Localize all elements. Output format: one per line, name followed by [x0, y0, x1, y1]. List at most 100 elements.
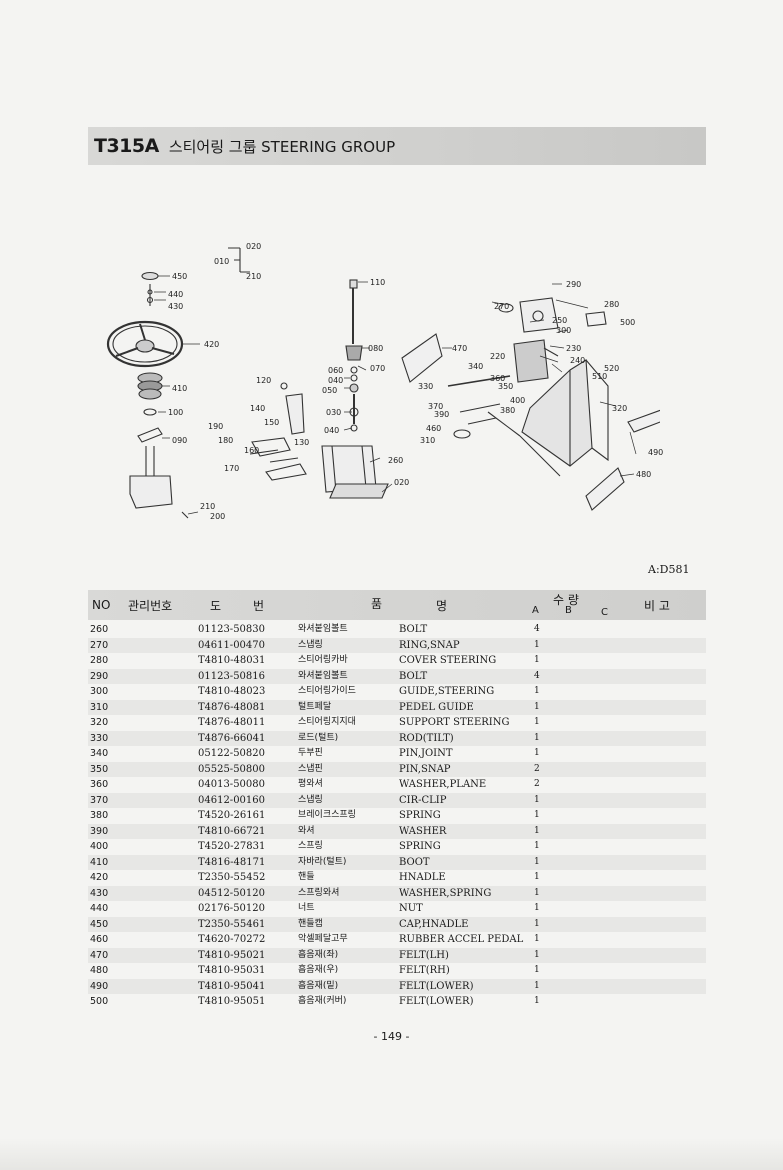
row-number: 380 [90, 810, 109, 821]
header-part-name-a: 품 [371, 597, 383, 611]
row-part-number: T2350-55461 [198, 918, 266, 930]
row-english-name: HNADLE [399, 872, 446, 883]
callout-340: 340 [468, 362, 484, 371]
callout-450: 450 [172, 272, 188, 281]
row-quantity: 2 [534, 763, 540, 774]
row-number: 280 [90, 655, 109, 666]
row-number: 450 [90, 918, 109, 930]
row-korean-name: 악셀페달고무 [298, 934, 348, 944]
row-number: 470 [90, 949, 109, 961]
callout-180: 180 [218, 436, 234, 445]
row-quantity: 1 [534, 903, 540, 913]
row-english-name: CAP,HNADLE [399, 918, 469, 930]
row-korean-name: 평와셔 [298, 779, 323, 789]
callout-280: 280 [604, 300, 620, 309]
row-number: 440 [90, 903, 109, 914]
callout-400: 400 [510, 396, 526, 405]
row-english-name: COVER STEERING [399, 655, 497, 666]
row-number: 400 [90, 841, 109, 852]
row-quantity: 1 [534, 965, 540, 975]
row-korean-name: 스티어링가이드 [298, 686, 356, 696]
callout-370: 370 [428, 402, 444, 411]
callout-200: 200 [210, 512, 226, 521]
callout-230: 230 [566, 344, 582, 353]
callout-170: 170 [224, 464, 240, 473]
callout-260: 260 [388, 456, 404, 465]
row-english-name: SPRING [399, 810, 441, 821]
row-korean-name: 스티어링지지대 [298, 717, 356, 727]
row-number: 340 [90, 748, 109, 759]
row-number: 270 [90, 639, 109, 651]
row-korean-name: 와셔붙임볼트 [298, 670, 348, 681]
row-english-name: PEDEL GUIDE [399, 701, 474, 713]
row-part-number: 01123-50816 [198, 670, 266, 682]
row-quantity: 1 [534, 748, 540, 758]
callout-020: 020 [246, 242, 262, 251]
row-korean-name: 흡음재(우) [298, 965, 339, 975]
row-number: 320 [90, 717, 109, 728]
row-english-name: WASHER,PLANE [399, 779, 487, 790]
callout-360: 360 [490, 374, 506, 383]
row-part-number: T4810-66721 [198, 825, 266, 837]
row-part-number: T4520-27831 [198, 841, 266, 852]
row-quantity: 1 [534, 701, 540, 712]
row-korean-name: 핸들 [298, 872, 315, 882]
callout-290: 290 [566, 280, 582, 289]
header-part-number-a: 도 [210, 599, 222, 613]
row-english-name: NUT [399, 903, 423, 914]
row-quantity: 1 [534, 732, 540, 743]
row-part-number: T4810-95031 [198, 965, 266, 976]
row-part-number: T4810-48031 [198, 655, 266, 666]
row-korean-name: 와셔 [298, 825, 315, 836]
row-english-name: RUBBER ACCEL PEDAL [399, 934, 524, 945]
callout-190: 190 [208, 422, 224, 431]
row-number: 460 [90, 934, 109, 945]
header-col-b: B [565, 605, 572, 616]
callout-390: 390 [434, 410, 450, 419]
row-english-name: BOLT [399, 624, 428, 635]
callout-430: 430 [168, 302, 184, 311]
callout-300: 300 [556, 326, 572, 335]
callout-270: 270 [494, 302, 510, 311]
diagram-drawing [106, 247, 660, 519]
callout-500: 500 [620, 318, 636, 327]
header-part-number-b: 번 [253, 599, 265, 613]
row-korean-name: 스냅링 [298, 794, 323, 805]
callout-520: 520 [604, 364, 620, 373]
header-management-number: 관리번호 [128, 599, 173, 613]
row-korean-name: 자바라(털트) [298, 856, 347, 867]
callout-210: 210 [200, 502, 216, 511]
row-korean-name: 스냅핀 [298, 763, 323, 774]
row-number: 330 [90, 732, 109, 744]
header-quantity: 수 량 [553, 593, 579, 607]
row-english-name: GUIDE,STEERING [399, 686, 495, 697]
callout-480: 480 [636, 470, 652, 479]
row-number: 430 [90, 887, 109, 899]
callout-070: 070 [370, 364, 386, 373]
row-quantity: 1 [534, 934, 540, 944]
drawing-reference: A:D581 [648, 563, 690, 576]
row-quantity: 1 [534, 949, 540, 960]
row-quantity: 1 [534, 918, 540, 929]
row-number: 480 [90, 965, 109, 976]
callout-090: 090 [172, 436, 188, 445]
row-part-number: T4810-95041 [198, 980, 266, 992]
row-quantity: 1 [534, 825, 540, 836]
row-part-number: 04612-00160 [198, 794, 266, 806]
row-quantity: 1 [534, 794, 540, 805]
callout-160: 160 [244, 446, 260, 455]
row-part-number: T4810-95021 [198, 949, 266, 961]
callout-140: 140 [250, 404, 266, 413]
